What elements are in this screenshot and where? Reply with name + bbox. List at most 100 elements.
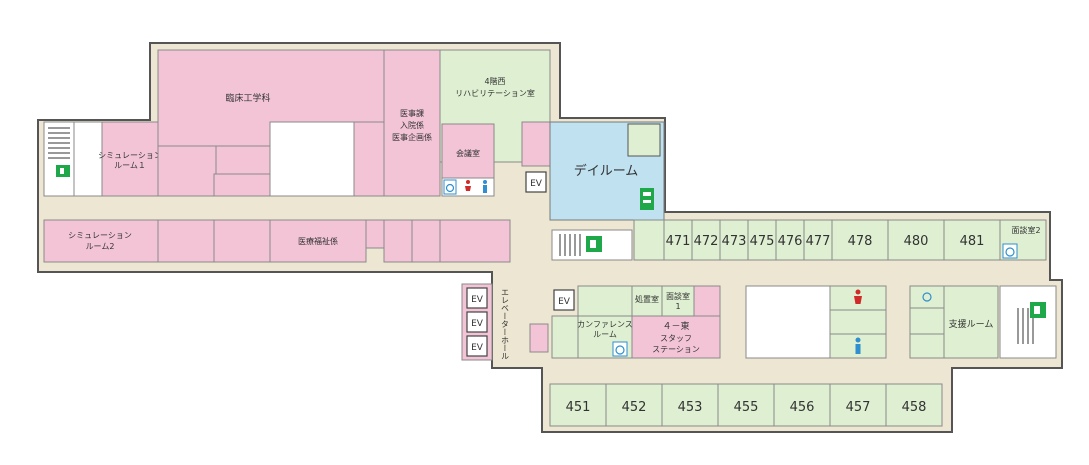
medical-affairs-label-3: 医事企画係 [392, 132, 432, 142]
room-473-label: 473 [722, 234, 747, 249]
room-480[interactable] [887, 219, 945, 261]
elevator-east[interactable] [553, 289, 575, 311]
stairs-icon [559, 234, 581, 256]
elevator-west[interactable] [525, 171, 547, 193]
room-481-label: 481 [960, 234, 985, 249]
wheelchair-icon [922, 292, 932, 302]
meeting-room[interactable] [441, 123, 495, 179]
room-456-label: 456 [790, 400, 815, 415]
emergency-exit-icon [1030, 302, 1046, 318]
medical-affairs-label-1: 医事課 [400, 108, 424, 118]
east-green-2 [551, 315, 579, 359]
north-room-blank [633, 219, 665, 261]
staff-station[interactable] [631, 315, 721, 359]
room-476[interactable] [775, 219, 805, 261]
room-477-label: 477 [806, 234, 831, 249]
clinical-sub-1 [157, 145, 217, 197]
east-corridor-north [548, 260, 1044, 284]
medical-affairs-label-2: 入院係 [400, 120, 424, 130]
wheelchair-icon [612, 341, 628, 357]
elevator-3[interactable] [466, 335, 488, 357]
clinical-white-room [269, 121, 355, 197]
south-room-3 [213, 219, 271, 263]
elevator-3-label: EV [471, 343, 484, 353]
room-475[interactable] [747, 219, 777, 261]
stairs-east [999, 285, 1057, 359]
female-toilet-icon [465, 180, 471, 191]
medical-welfare-label: 医療福祉係 [298, 236, 338, 246]
elevator-west-label: EV [530, 179, 543, 189]
stairs-west [43, 121, 75, 197]
simulation-room-1[interactable] [101, 121, 159, 197]
support-sub-1 [909, 307, 945, 335]
meeting-room-label: 会議室 [456, 148, 480, 158]
clinical-sub-4 [353, 121, 385, 197]
east-white-room [745, 285, 831, 359]
clinical-engineering-label: 臨床工学科 [225, 92, 270, 104]
room-471[interactable] [663, 219, 693, 261]
room-456[interactable] [773, 383, 831, 427]
dayroom-area: デイルーム [549, 121, 665, 261]
elevator-hall: EV EV EV エレベーターホール [461, 283, 549, 361]
elevator-2-label: EV [471, 319, 484, 329]
dayroom-inner-box [627, 123, 661, 157]
east-ward-north: 471 472 473 475 476 477 478 480 481 面談室2 [633, 219, 1047, 261]
east-corridor-south [548, 360, 942, 384]
south-room-2 [157, 219, 215, 263]
room-451-label: 451 [566, 400, 591, 415]
medical-welfare[interactable] [269, 219, 367, 263]
ward-top-rooms: 471 472 473 475 476 477 478 480 481 [663, 219, 1001, 261]
room-457[interactable] [829, 383, 887, 427]
west-pink-annex [521, 121, 551, 167]
elevator-2[interactable] [466, 311, 488, 333]
south-room-6 [383, 219, 413, 263]
male-toilet-icon [483, 180, 487, 193]
clinical-sub-3 [213, 173, 271, 197]
east-green-1 [577, 285, 633, 317]
south-room-8 [439, 219, 511, 263]
rehabilitation-label-1: 4階西 [484, 76, 505, 86]
room-453-label: 453 [678, 400, 703, 415]
simulation-room-1-label-a: シミュレーション [98, 151, 162, 160]
female-toilet-icon [854, 289, 862, 304]
emergency-exit-icon [586, 236, 602, 252]
simulation-room-2-label-a: シミュレーション [68, 231, 132, 240]
hall-pink-box [529, 323, 549, 353]
conference-room-label-b: ルーム [593, 330, 617, 339]
simulation-room-2-label-b: ルーム2 [86, 242, 115, 251]
west-corridor-edge [44, 262, 494, 268]
east-ward-south: 451 452 453 455 456 457 458 [549, 383, 943, 427]
room-452[interactable] [605, 383, 663, 427]
west-wing: シミュレーション ルーム１ 臨床工学科 医事課 入院係 医事企画係 4階西 リハ… [43, 49, 551, 263]
toilet-mid-room [829, 309, 887, 335]
elevator-1[interactable] [466, 287, 488, 309]
room-471-label: 471 [666, 234, 691, 249]
elevator-east-label: EV [558, 297, 571, 307]
support-room[interactable] [943, 285, 999, 359]
west-corridor [44, 196, 552, 220]
room-452-label: 452 [622, 400, 647, 415]
east-ward-middle: EV 処置室 面談室 1 カンファレンス ルーム ４－東 スタッフ ステーション [551, 285, 1057, 359]
support-room-label: 支援ルーム [949, 318, 994, 330]
interview-room-1-label-a: 面談室 [666, 291, 690, 301]
room-477[interactable] [803, 219, 833, 261]
elevator-1-label: EV [471, 295, 484, 305]
support-sub-2 [909, 333, 945, 359]
room-458[interactable] [885, 383, 943, 427]
treatment-room-label: 処置室 [635, 294, 659, 304]
room-458-label: 458 [902, 400, 927, 415]
emergency-exit-icon [56, 165, 70, 177]
elevator-hall-label: エレベーターホール [501, 288, 510, 360]
simulation-room-2[interactable] [43, 219, 159, 263]
room-457-label: 457 [846, 400, 871, 415]
interview-room-1[interactable] [661, 285, 695, 317]
dayroom-label: デイルーム [574, 163, 639, 179]
rehabilitation-label-2: リハビリテーション室 [455, 88, 535, 98]
room-455[interactable] [717, 383, 775, 427]
stairs-icon [48, 127, 70, 159]
accessible-toilet [909, 285, 945, 309]
interview-room-1-label-b: 1 [675, 302, 680, 311]
stairs-icon [1017, 308, 1034, 344]
room-480-label: 480 [904, 234, 929, 249]
